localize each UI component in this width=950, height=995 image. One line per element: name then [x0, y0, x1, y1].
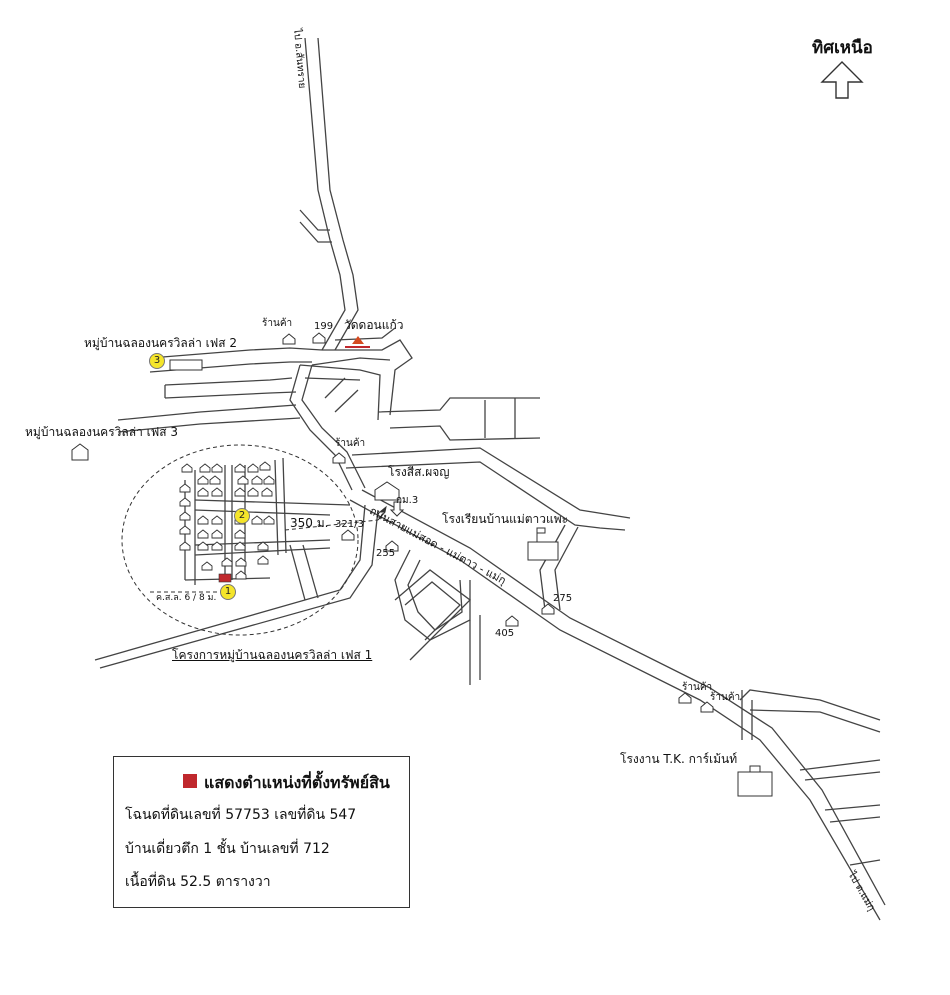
legend-house-line: บ้านเดี่ยวตึก 1 ชั้น บ้านเลขที่ 712 — [125, 841, 330, 857]
temple-icon — [345, 336, 370, 348]
phase2-label: หมู่บ้านฉลองนครวิลล่า เฟส 2 — [84, 336, 238, 350]
school-label: โรงเรียนบ้านแม่ตาวแพะ — [442, 512, 569, 526]
shop-label: ร้านค้า — [335, 438, 366, 449]
legend-box: แสดงตำแหน่งที่ตั้งทรัพย์สิน โฉนดที่ดินเล… — [113, 756, 410, 908]
distance-label: 350 ม. — [290, 516, 329, 530]
road-width-label: ค.ส.ล. 6 / 8 ม. — [156, 593, 217, 603]
factory-icon — [737, 771, 773, 797]
house-icon — [505, 615, 519, 627]
km-label: กม.3 — [396, 495, 419, 506]
property-color-swatch — [183, 774, 197, 788]
house-icon — [341, 529, 355, 541]
north-arrow-icon — [820, 61, 864, 99]
health-center-label: โรงสีส.ผจญ — [388, 465, 450, 479]
landmark-icons — [71, 332, 773, 797]
building-icon — [374, 481, 400, 501]
marker-1: 1 — [220, 584, 236, 600]
house-icon — [332, 452, 346, 464]
house-number-275: 275 — [553, 593, 573, 604]
house-number-321: 321/3 — [335, 519, 364, 530]
house-icon — [678, 692, 692, 704]
phase3-label: หมู่บ้านฉลองนครวิลล่า เฟส 3 — [25, 425, 179, 439]
temple-label: วัดดอนแก้ว — [344, 318, 404, 332]
house-icon — [385, 540, 399, 552]
phase1-boundary — [121, 444, 379, 636]
legend-title: แสดงตำแหน่งที่ตั้งทรัพย์สิน — [204, 773, 390, 792]
school-icon — [527, 541, 559, 561]
house-number-255: 255 — [376, 548, 396, 559]
marker-3: 3 — [149, 353, 165, 369]
factory-label: โรงงาน T.K. การ์เม้นท์ — [620, 752, 738, 766]
north-label: ทิศเหนือ — [812, 38, 873, 58]
down-arrow-icon — [389, 501, 405, 517]
house-number-405: 405 — [495, 628, 515, 639]
house-icon — [282, 333, 296, 345]
house-icon — [700, 701, 714, 713]
legend-deed-line: โฉนดที่ดินเลขที่ 57753 เลขที่ดิน 547 — [125, 807, 357, 823]
legend-area-line: เนื้อที่ดิน 52.5 ตารางวา — [125, 874, 271, 890]
house-icon — [312, 332, 326, 344]
property-location-marker — [218, 573, 232, 583]
shop-label: ร้านค้า — [682, 682, 713, 693]
shop-label: ร้านค้า — [262, 318, 293, 329]
marker-2: 2 — [234, 508, 250, 524]
distance-arrow-icon — [377, 505, 387, 521]
subdivision-houses — [179, 461, 275, 580]
shop-label: ร้านค้า — [710, 692, 741, 703]
phase1-label: โครงการหมู่บ้านฉลองนครวิลล่า เฟส 1 — [172, 648, 373, 662]
house-icon — [541, 603, 555, 615]
house-number-199: 199 — [314, 321, 334, 332]
